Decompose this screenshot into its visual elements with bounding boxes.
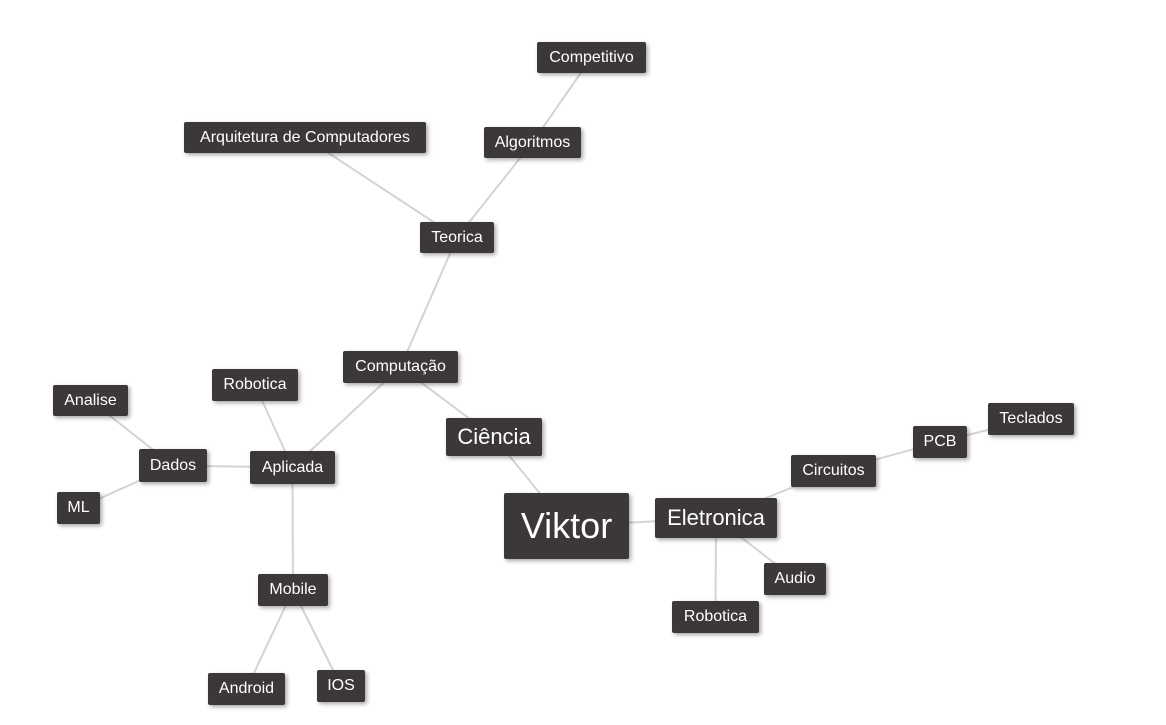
node-mobile[interactable]: Mobile [258, 574, 328, 606]
node-teclados[interactable]: Teclados [988, 403, 1074, 435]
node-ios[interactable]: IOS [317, 670, 365, 702]
node-teorica[interactable]: Teorica [420, 222, 494, 253]
node-audio[interactable]: Audio [764, 563, 826, 595]
node-circuitos[interactable]: Circuitos [791, 455, 876, 487]
edge-computacao-aplicada [291, 366, 402, 469]
node-ciencia[interactable]: Ciência [446, 418, 542, 456]
node-competitivo[interactable]: Competitivo [537, 42, 646, 73]
node-robotica-eletronica[interactable]: Robotica [672, 601, 759, 633]
node-algoritmos[interactable]: Algoritmos [484, 127, 581, 158]
node-aplicada[interactable]: Aplicada [250, 451, 335, 484]
edge-mobile-android [245, 589, 294, 690]
node-computacao[interactable]: Computação [343, 351, 458, 383]
node-pcb[interactable]: PCB [913, 426, 967, 458]
node-analise[interactable]: Analise [53, 385, 128, 416]
edge-teorica-algoritmos [456, 141, 534, 239]
node-arquitetura-de-computadores[interactable]: Arquitetura de Computadores [184, 122, 426, 153]
edge-teorica-arquitetura [304, 136, 458, 239]
node-android[interactable]: Android [208, 673, 285, 705]
node-eletronica[interactable]: Eletronica [655, 498, 777, 538]
edge-aplicada-mobile [291, 467, 294, 591]
node-robotica-computacao[interactable]: Robotica [212, 369, 298, 401]
node-dados[interactable]: Dados [139, 449, 207, 482]
edge-computacao-teorica [399, 237, 458, 368]
node-ml[interactable]: ML [57, 492, 100, 524]
node-viktor[interactable]: Viktor [504, 493, 629, 559]
